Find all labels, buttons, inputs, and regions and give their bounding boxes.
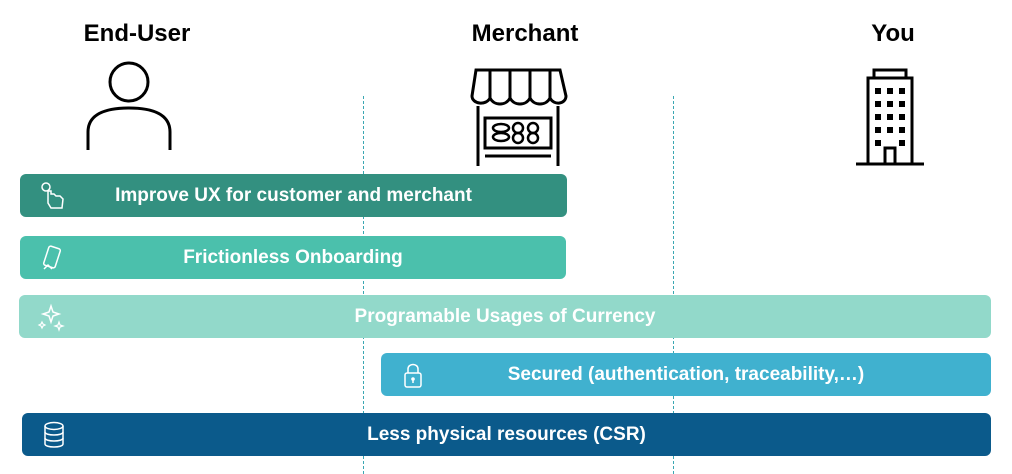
column-title-you: You (871, 20, 915, 47)
sparkles-icon (37, 303, 65, 332)
column-title-end-user: End-User (83, 20, 191, 47)
bar-secured: Secured (authentication, traceability,…) (381, 353, 991, 396)
bar-label-frictionless-onboarding: Frictionless Onboarding (183, 246, 403, 268)
bar-less-physical-resources: Less physical resources (CSR) (22, 413, 991, 456)
divider-left (363, 96, 364, 474)
shop-icon (470, 68, 568, 166)
padlock-icon (404, 363, 422, 388)
bar-programable-usages: Programable Usages of Currency (19, 295, 991, 338)
divider-right (673, 96, 674, 474)
building-icon (856, 68, 924, 166)
bar-label-less-physical-resources: Less physical resources (CSR) (367, 423, 646, 445)
person-icon (86, 61, 172, 150)
database-icon (44, 421, 64, 448)
bar-label-improve-ux: Improve UX for customer and merchant (115, 184, 472, 206)
touch-hand-icon (41, 181, 64, 209)
column-title-merchant: Merchant (471, 20, 579, 47)
bar-frictionless-onboarding: Frictionless Onboarding (20, 236, 566, 279)
bar-label-secured: Secured (authentication, traceability,…) (507, 363, 865, 385)
bar-improve-ux: Improve UX for customer and merchant (20, 174, 567, 217)
card-hand-icon (42, 244, 62, 270)
bar-label-programable-usages: Programable Usages of Currency (354, 305, 656, 327)
